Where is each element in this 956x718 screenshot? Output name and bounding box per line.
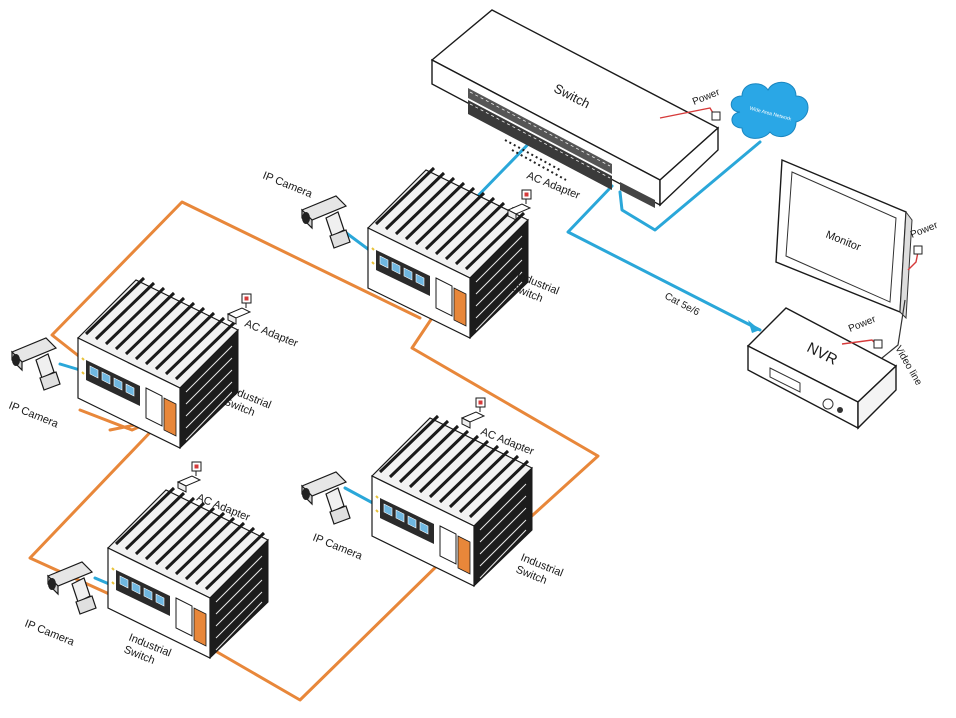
nvr-side xyxy=(857,364,897,430)
core-switch-power-plug xyxy=(711,111,721,121)
ip-camera-left xyxy=(11,337,61,391)
wan-cloud: Wide Area Network xyxy=(730,81,809,139)
nvr: NVR Power xyxy=(746,307,898,430)
industrial-switch-right-label: IndustrialSwitch xyxy=(514,552,565,592)
industrial-switch-top xyxy=(366,166,530,340)
industrial-switch-top-label: IndustrialSwitch xyxy=(510,270,561,310)
core-switch-side xyxy=(659,126,719,207)
nvr-power-plug xyxy=(873,339,883,349)
monitor-power-label: Power xyxy=(909,220,940,241)
edge-switch-to-wan xyxy=(618,140,762,232)
ip-camera-top xyxy=(301,195,351,249)
industrial-switch-left-label: IndustrialSwitch xyxy=(222,384,273,424)
ac-adapter-top-label: AC Adapter xyxy=(525,170,582,202)
industrial-switch-bottom-label: IndustrialSwitch xyxy=(122,632,173,672)
ip-camera-right-label: IP Camera xyxy=(311,532,365,563)
edge-fiber-right-to-bottom xyxy=(203,553,450,702)
monitor-power-plug xyxy=(913,245,923,255)
ip-camera-bottom-label: IP Camera xyxy=(23,618,77,649)
cloud-icon xyxy=(730,81,809,139)
core-switch-ports xyxy=(468,88,655,208)
monitor-screen xyxy=(785,171,897,303)
ac-adapter-right xyxy=(461,397,486,429)
ip-camera-left-label: IP Camera xyxy=(7,400,61,431)
edge-switch-to-nvr xyxy=(566,184,762,332)
ac-adapter-left-label: AC Adapter xyxy=(243,318,300,350)
industrial-switch-left xyxy=(76,276,240,450)
ip-camera-right xyxy=(301,471,351,525)
video-line-cable xyxy=(881,299,906,359)
core-switch-power-label: Power xyxy=(691,87,722,108)
monitor-power-cord xyxy=(907,251,919,271)
cat-label: Cat 5e/6 xyxy=(663,291,702,319)
ip-camera-top-label: IP Camera xyxy=(261,170,315,201)
edge-arrow-nvr xyxy=(748,320,760,333)
monitor: Monitor Power xyxy=(775,158,940,359)
svg-text:IndustrialSwitch: IndustrialSwitch xyxy=(510,270,561,310)
ac-adapter-bottom xyxy=(177,461,202,493)
edge-fiber-left-to-bottom xyxy=(28,420,162,600)
nvr-power-label: Power xyxy=(847,314,878,335)
monitor-depth xyxy=(899,210,913,320)
core-switch: Switch Power xyxy=(430,9,722,208)
